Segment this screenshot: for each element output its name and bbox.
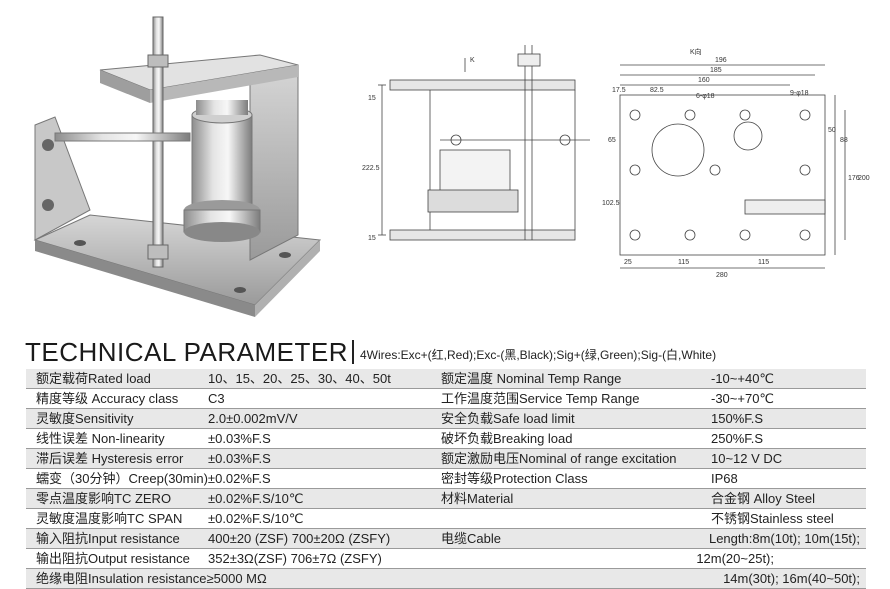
param-label: 安全负载Safe load limit: [441, 411, 575, 426]
param-value: 合金钢 Alloy Steel: [711, 491, 816, 506]
param-value: 12m(20~25t);: [696, 551, 774, 566]
dim-25: 25: [624, 259, 632, 266]
k-arrow-label: K: [470, 57, 475, 64]
param-label: 破坏负载Breaking load: [441, 431, 573, 446]
table-row: 蠕变（30分钟）Creep(30min)±0.02%F.S 密封等级Protec…: [26, 469, 866, 489]
param-label: 绝缘电阻Insulation resistance≥5000 MΩ: [36, 571, 267, 586]
param-value: C3: [208, 391, 225, 406]
param-value: 14m(30t); 16m(40~50t);: [723, 571, 860, 586]
dim-9-phi18: 9-φ18: [790, 90, 809, 97]
param-label: 输出阻抗Output resistance: [36, 551, 190, 566]
title-divider: [352, 340, 354, 364]
param-value: 400±20 (ZSF) 700±20Ω (ZSFY): [208, 531, 391, 546]
param-value: Length:8m(10t); 10m(15t);: [708, 531, 860, 546]
dim-160: 160: [698, 77, 710, 84]
param-value: IP68: [711, 471, 738, 486]
param-label: 工作温度范围Service Temp Range: [441, 391, 640, 406]
dim-15-bottom: 15: [368, 235, 376, 242]
param-label: 额定温度 Nominal Temp Range: [441, 371, 622, 386]
param-value: 不锈钢Stainless steel: [711, 511, 834, 526]
param-value: -30~+70℃: [711, 391, 775, 406]
dim-185: 185: [710, 67, 722, 74]
dim-88: 88: [840, 137, 848, 144]
param-label: 滞后误差 Hysteresis error: [36, 451, 184, 466]
param-value: ±0.03%F.S: [208, 451, 271, 466]
section-header: TECHNICAL PARAMETER 4Wires:Exc+(红,Red);E…: [25, 334, 716, 366]
param-value: ±0.03%F.S: [208, 431, 271, 446]
dim-196: 196: [715, 57, 727, 64]
param-value: 352±3Ω(ZSF) 706±7Ω (ZSFY): [208, 551, 382, 566]
k-view-label: K向: [690, 47, 702, 56]
dim-115-right: 115: [758, 259, 769, 266]
dimension-drawings: K K向 196 185 160 82.5 6-φ18 9-φ18 17.5 5…: [362, 45, 870, 279]
side-view-drawing: [378, 45, 590, 241]
table-row: 零点温度影响TC ZERO ±0.02%F.S/10℃ 材料Material 合…: [26, 489, 866, 509]
param-label: 蠕变（30分钟）Creep(30min)±0.02%F.S: [36, 471, 271, 486]
param-label: 密封等级Protection Class: [441, 471, 588, 486]
param-value: 10、15、20、25、30、40、50t: [208, 371, 391, 386]
parameter-table: 额定载荷Rated load 10、15、20、25、30、40、50t 额定温…: [26, 369, 866, 589]
param-label: 电缆Cable: [441, 531, 501, 546]
param-value: 250%F.S: [711, 431, 764, 446]
dim-6-phi18: 6-φ18: [696, 93, 715, 100]
product-figure-area: K K向 196 185 160 82.5 6-φ18 9-φ18 17.5 5…: [33, 16, 870, 317]
param-label: 材料Material: [441, 491, 514, 506]
dim-115-left: 115: [678, 259, 689, 266]
table-row: 灵敏度温度影响TC SPAN ±0.02%F.S/10℃ 不锈钢Stainles…: [26, 509, 866, 529]
top-view-drawing: [619, 64, 846, 269]
param-label: 零点温度影响TC ZERO: [36, 491, 172, 506]
param-label: 精度等级 Accuracy class: [36, 391, 179, 406]
param-value: ±0.02%F.S/10℃: [208, 511, 304, 526]
load-cell-module-photo: [33, 16, 322, 317]
param-label: 灵敏度温度影响TC SPAN: [36, 511, 183, 526]
param-label: 灵敏度Sensitivity: [36, 411, 134, 426]
param-value: ±0.02%F.S/10℃: [208, 491, 304, 506]
param-value: 150%F.S: [711, 411, 764, 426]
dim-222-5: 222.5: [362, 165, 380, 172]
param-value: -10~+40℃: [711, 371, 775, 386]
param-label: 额定激励电压Nominal of range excitation: [441, 451, 677, 466]
param-label: 额定载荷Rated load: [36, 371, 151, 386]
dim-50: 50: [828, 127, 836, 134]
dim-15-top: 15: [368, 95, 376, 102]
table-row: 输出阻抗Output resistance 352±3Ω(ZSF) 706±7Ω…: [26, 549, 866, 569]
table-row: 滞后误差 Hysteresis error ±0.03%F.S 额定激励电压No…: [26, 449, 866, 469]
dim-17-5: 17.5: [612, 87, 626, 94]
dim-82-5: 82.5: [650, 87, 664, 94]
wiring-info: 4Wires:Exc+(红,Red);Exc-(黑,Black);Sig+(绿,…: [360, 348, 717, 362]
table-row: 灵敏度Sensitivity 2.0±0.002mV/V 安全负载Safe lo…: [26, 409, 866, 429]
table-row: 精度等级 Accuracy class C3 工作温度范围Service Tem…: [26, 389, 866, 409]
dim-176: 176: [848, 175, 860, 182]
param-value: 10~12 V DC: [711, 451, 783, 466]
param-label: 输入阻抗Input resistance: [36, 531, 180, 546]
table-row: 额定载荷Rated load 10、15、20、25、30、40、50t 额定温…: [26, 369, 866, 389]
dim-200: 200: [858, 175, 870, 182]
param-label: 线性误差 Non-linearity: [36, 431, 165, 446]
dim-280: 280: [716, 272, 728, 279]
section-title: TECHNICAL PARAMETER: [25, 337, 348, 367]
param-value: 2.0±0.002mV/V: [208, 411, 298, 426]
dim-65: 65: [608, 137, 616, 144]
dim-102-5: 102.5: [602, 200, 620, 207]
table-row: 输入阻抗Input resistance 400±20 (ZSF) 700±20…: [26, 529, 866, 549]
table-row: 绝缘电阻Insulation resistance≥5000 MΩ 14m(30…: [26, 569, 866, 589]
table-row: 线性误差 Non-linearity ±0.03%F.S 破坏负载Breakin…: [26, 429, 866, 449]
